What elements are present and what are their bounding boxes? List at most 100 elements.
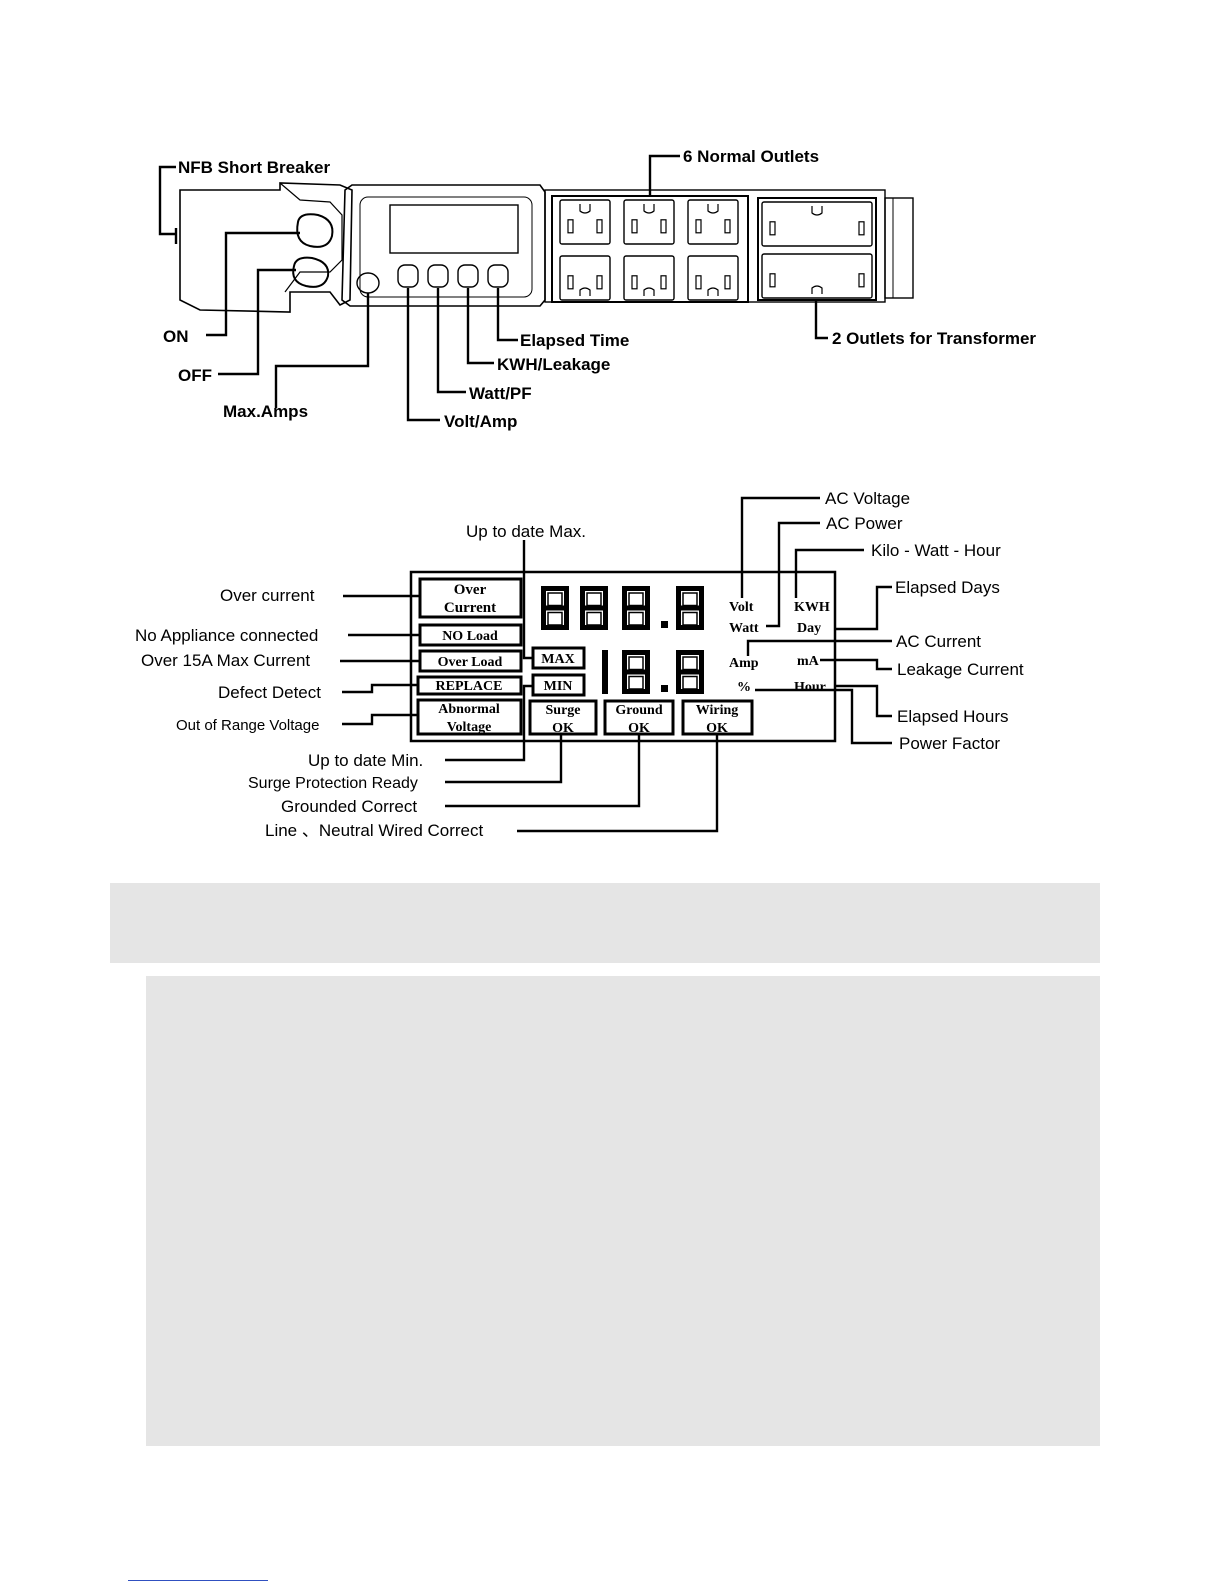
lcd-segment bbox=[541, 625, 569, 630]
lcd-segment-cutout bbox=[628, 611, 644, 626]
lcd-segment bbox=[602, 650, 608, 694]
lcd-segment bbox=[676, 586, 704, 591]
lcd-segment bbox=[603, 608, 608, 630]
over-current-label: Over current bbox=[220, 586, 315, 605]
lcd-segment bbox=[564, 586, 569, 608]
lcd-segment-cutout bbox=[628, 675, 644, 690]
surge-ready-label: Surge Protection Ready bbox=[248, 775, 418, 792]
surge-box bbox=[528, 699, 598, 736]
lcd-segment-cutout bbox=[682, 611, 698, 626]
lcd-window bbox=[389, 204, 519, 254]
lcd-segment-cutout bbox=[628, 656, 644, 671]
ac-voltage-label: AC Voltage bbox=[825, 489, 910, 508]
lcd-segment bbox=[676, 586, 681, 608]
wired-correct-label: Line 、Neutral Wired Correct bbox=[265, 821, 484, 840]
lcd-ma-text: mA bbox=[797, 654, 820, 669]
lcd-segment bbox=[622, 650, 627, 672]
outlet-top-1 bbox=[559, 199, 611, 245]
diagram2-leaders bbox=[340, 496, 892, 833]
lcd-segment bbox=[580, 586, 608, 591]
lcd-segment-cutout bbox=[682, 675, 698, 690]
up-to-date-max-label: Up to date Max. bbox=[466, 522, 586, 541]
on-label: ON bbox=[163, 327, 189, 346]
lcd-over-load-text: Over Load bbox=[438, 655, 503, 670]
outlet-top-3 bbox=[687, 199, 739, 245]
volt-amp-button bbox=[397, 264, 419, 288]
lcd-segment bbox=[603, 586, 608, 608]
lcd-wiring-ok-text: OK bbox=[706, 721, 728, 736]
lcd-surge-text: Surge bbox=[546, 703, 581, 718]
no-appliance-label: No Appliance connected bbox=[135, 626, 318, 645]
over-current-box bbox=[418, 577, 523, 619]
lcd-segment-cutout bbox=[628, 592, 644, 607]
lcd-segment bbox=[699, 672, 704, 694]
on-switch bbox=[296, 213, 334, 248]
outlet-bottom-1 bbox=[559, 255, 611, 301]
lcd-ground-text: Ground bbox=[615, 703, 662, 718]
max-amps-label: Max.Amps bbox=[223, 402, 308, 421]
lcd-segment bbox=[541, 586, 546, 608]
lcd-over-text: Over bbox=[454, 582, 487, 598]
lcd-segment bbox=[622, 669, 650, 675]
transformer-outlets-label: 2 Outlets for Transformer bbox=[832, 329, 1036, 348]
lcd-diagram bbox=[409, 570, 837, 743]
lcd-amp-text: Amp bbox=[729, 656, 759, 671]
lcd-segment bbox=[580, 605, 608, 611]
out-of-range-label: Out of Range Voltage bbox=[176, 717, 319, 734]
lcd-watt-text: Watt bbox=[729, 621, 759, 636]
elapsed-hours-label: Elapsed Hours bbox=[897, 707, 1009, 726]
grounded-correct-label: Grounded Correct bbox=[281, 797, 417, 816]
lcd-segment bbox=[622, 650, 650, 655]
lcd-percent-text: % bbox=[737, 680, 751, 695]
lcd-segment bbox=[622, 625, 650, 630]
outlet-bottom-2 bbox=[623, 255, 675, 301]
lcd-segment bbox=[676, 625, 704, 630]
ac-current-label: AC Current bbox=[896, 632, 981, 651]
lcd-volt-text: Volt bbox=[729, 600, 754, 615]
kwh-leakage-label: KWH/Leakage bbox=[497, 355, 610, 374]
lcd-replace-text: REPLACE bbox=[436, 679, 503, 694]
elapsed-time-label: Elapsed Time bbox=[520, 331, 629, 350]
lcd-segment bbox=[622, 689, 650, 694]
off-label: OFF bbox=[178, 366, 212, 385]
lcd-segment bbox=[676, 650, 681, 672]
lcd-hour-text: Hour bbox=[794, 680, 826, 695]
footer-rule bbox=[128, 1580, 268, 1581]
lcd-segment bbox=[661, 685, 668, 692]
breaker-housing bbox=[179, 182, 353, 313]
up-to-date-min-label: Up to date Min. bbox=[308, 751, 423, 770]
lcd-segment bbox=[622, 586, 650, 591]
lcd-segment bbox=[580, 586, 585, 608]
defect-detect-label: Defect Detect bbox=[218, 683, 321, 702]
outlet-bottom-3 bbox=[687, 255, 739, 301]
lcd-segment bbox=[676, 672, 681, 694]
meter-housing bbox=[341, 184, 546, 307]
lcd-max-text: MAX bbox=[541, 652, 574, 667]
lcd-segment-cutout bbox=[586, 592, 602, 607]
lcd-no-load-text: NO Load bbox=[442, 629, 498, 644]
leakage-current-label: Leakage Current bbox=[897, 660, 1024, 679]
diagram1-leaders bbox=[158, 154, 828, 422]
power-strip-diagram bbox=[179, 182, 914, 313]
elapsed-time-button bbox=[487, 264, 509, 288]
lcd-segment bbox=[541, 605, 569, 611]
lcd-segment-cutout bbox=[682, 592, 698, 607]
lcd-segment bbox=[580, 608, 585, 630]
lcd-segment bbox=[622, 605, 650, 611]
lcd-segment bbox=[676, 650, 704, 655]
over-15a-label: Over 15A Max Current bbox=[141, 651, 310, 670]
kwh-leakage-button bbox=[457, 264, 479, 288]
lcd-wiring-text: Wiring bbox=[696, 703, 739, 718]
elapsed-days-label: Elapsed Days bbox=[895, 578, 1000, 597]
lcd-segment bbox=[580, 625, 608, 630]
lcd-segment bbox=[541, 586, 569, 591]
transformer-outlet-top bbox=[761, 201, 873, 247]
lcd-min-text: MIN bbox=[544, 679, 573, 694]
lcd-segment bbox=[622, 672, 627, 694]
lcd-surge-ok-text: OK bbox=[552, 721, 574, 736]
lcd-day-text: Day bbox=[797, 621, 821, 636]
lcd-segment bbox=[676, 605, 704, 611]
grey-content-panel bbox=[146, 976, 1100, 1446]
lcd-frame bbox=[409, 570, 837, 743]
